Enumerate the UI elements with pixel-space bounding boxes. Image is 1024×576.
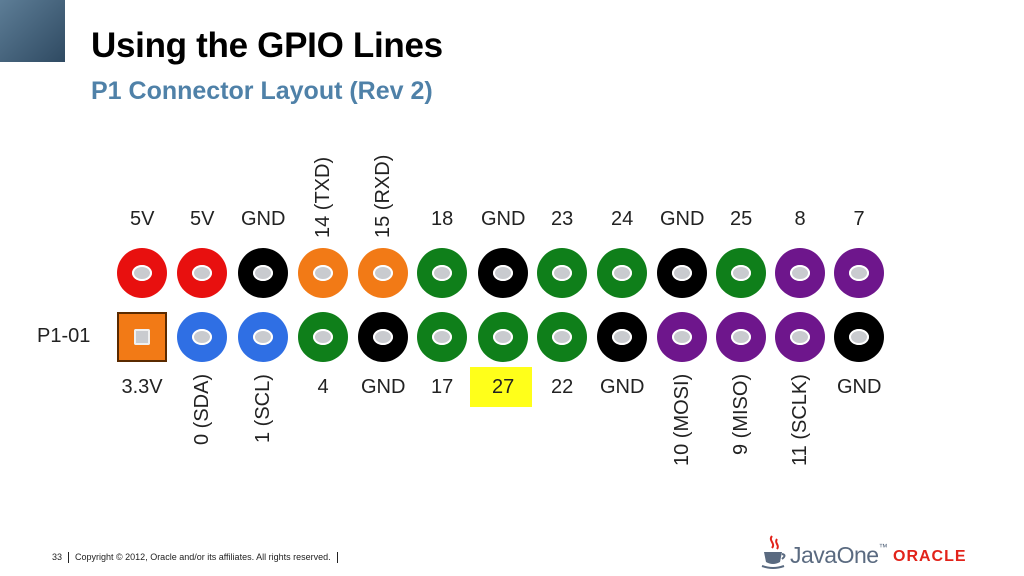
- top-row-pin-label-gnd: GND: [481, 208, 526, 230]
- bottom-row-pin-6-17: [417, 312, 467, 362]
- page-number: 33: [52, 552, 63, 562]
- bottom-row-pin-label-gnd: GND: [837, 376, 882, 398]
- pin-hole: [849, 329, 869, 345]
- bottom-row-pin-label-27: 27: [492, 376, 515, 398]
- top-row-pin-label-24: 24: [611, 208, 634, 230]
- bottom-row-pin-9-gnd: [597, 312, 647, 362]
- bottom-row-pin-label-11-sclk: 11 (SCLK): [788, 374, 811, 466]
- top-row-pin-label-8: 8: [794, 208, 806, 230]
- bottom-row-pin-label-1-scl: 1 (SCL): [251, 374, 274, 443]
- corner-accent-block: [0, 0, 65, 62]
- oracle-logo: ORACLE: [893, 548, 967, 565]
- bottom-row-pin-12-11-sclk: [775, 312, 825, 362]
- javaone-wordmark: JavaOne™: [790, 542, 888, 569]
- top-row-pin-label-gnd: GND: [241, 208, 286, 230]
- pin-hole: [672, 265, 692, 281]
- pin-hole: [849, 265, 869, 281]
- java-cup-icon: [761, 535, 786, 569]
- top-row-pin-label-gnd: GND: [660, 208, 705, 230]
- top-row-pin-label-15-rxd: 15 (RXD): [371, 154, 394, 238]
- pin-hole: [373, 329, 393, 345]
- top-row-pin-10-gnd: [657, 248, 707, 298]
- top-row-pin-6-18: [417, 248, 467, 298]
- bottom-row-pin-label-10-mosi: 10 (MOSI): [670, 373, 693, 466]
- bottom-row-pin-label-gnd: GND: [361, 376, 406, 398]
- pin-27-highlight: [470, 367, 532, 407]
- pin-hole: [253, 265, 273, 281]
- top-row-pin-7-gnd: [478, 248, 528, 298]
- bottom-row-pin-label-gnd: GND: [600, 376, 645, 398]
- top-row-pin-label-14-txd: 14 (TXD): [311, 156, 334, 238]
- top-row-pin-5-15-rxd: [358, 248, 408, 298]
- connector-label: P1-01: [37, 325, 91, 347]
- footer-divider: [68, 552, 70, 564]
- pin-hole: [612, 265, 632, 281]
- pin-hole: [731, 329, 751, 345]
- pin-hole: [790, 265, 810, 281]
- pin-hole: [552, 329, 572, 345]
- copyright-text: Copyright © 2012, Oracle and/or its affi…: [75, 552, 331, 562]
- pin-hole: [432, 329, 452, 345]
- pin-hole: [731, 265, 751, 281]
- top-row-pin-12-8: [775, 248, 825, 298]
- top-row-pin-8-23: [537, 248, 587, 298]
- pin-hole: [313, 329, 333, 345]
- top-row-pin-1-5v: [117, 248, 167, 298]
- pin-hole: [552, 265, 572, 281]
- bottom-row-pin-label-4: 4: [317, 376, 329, 398]
- bottom-row-pin-3-1-scl: [238, 312, 288, 362]
- footer-divider: [336, 552, 338, 564]
- pin-hole: [493, 265, 513, 281]
- top-row-pin-label-5v: 5V: [130, 208, 155, 230]
- pin-hole: [192, 329, 212, 345]
- slide-title: Using the GPIO Lines: [91, 26, 443, 65]
- top-row-pin-label-25: 25: [730, 208, 753, 230]
- top-row-pin-9-24: [597, 248, 647, 298]
- pin-hole: [432, 265, 452, 281]
- top-row-pin-label-18: 18: [431, 208, 454, 230]
- top-row-pin-2-5v: [177, 248, 227, 298]
- pin-hole: [612, 329, 632, 345]
- pin-hole: [313, 265, 333, 281]
- pin-hole: [790, 329, 810, 345]
- top-row-pin-13-7: [834, 248, 884, 298]
- top-row-pin-label-5v: 5V: [190, 208, 215, 230]
- top-row-pin-label-23: 23: [551, 208, 574, 230]
- pin-hole: [134, 329, 150, 345]
- bottom-row-pin-11-9-miso: [716, 312, 766, 362]
- bottom-row-pin-4-4: [298, 312, 348, 362]
- top-row-pin-label-7: 7: [853, 208, 865, 230]
- top-row-pin-4-14-txd: [298, 248, 348, 298]
- top-row-pin-11-25: [716, 248, 766, 298]
- slide-footer: 33 Copyright © 2012, Oracle and/or its af…: [52, 552, 344, 564]
- slide-subtitle: P1 Connector Layout (Rev 2): [91, 77, 433, 105]
- pin-hole: [493, 329, 513, 345]
- bottom-row-pin-label-22: 22: [551, 376, 574, 398]
- pin-hole: [672, 329, 692, 345]
- bottom-row-pin-7-27: [478, 312, 528, 362]
- bottom-row-pin-8-22: [537, 312, 587, 362]
- bottom-row-pin-label-3-3v: 3.3V: [121, 376, 163, 398]
- bottom-row-pin-5-gnd: [358, 312, 408, 362]
- trademark-mark: ™: [878, 542, 888, 552]
- bottom-row-pin-label-17: 17: [431, 376, 454, 398]
- bottom-row-pin-label-9-miso: 9 (MISO): [729, 373, 752, 455]
- top-row-pin-3-gnd: [238, 248, 288, 298]
- bottom-row-pin-2-0-sda: [177, 312, 227, 362]
- bottom-row-pin-10-10-mosi: [657, 312, 707, 362]
- javaone-text: JavaOne: [790, 542, 879, 568]
- pin-hole: [192, 265, 212, 281]
- bottom-row-pin-label-0-sda: 0 (SDA): [190, 373, 213, 445]
- pin-hole: [132, 265, 152, 281]
- pin-hole: [253, 329, 273, 345]
- bottom-row-pin-13-gnd: [834, 312, 884, 362]
- pin-hole: [373, 265, 393, 281]
- bottom-row-pin-1-3-3v: [117, 312, 167, 362]
